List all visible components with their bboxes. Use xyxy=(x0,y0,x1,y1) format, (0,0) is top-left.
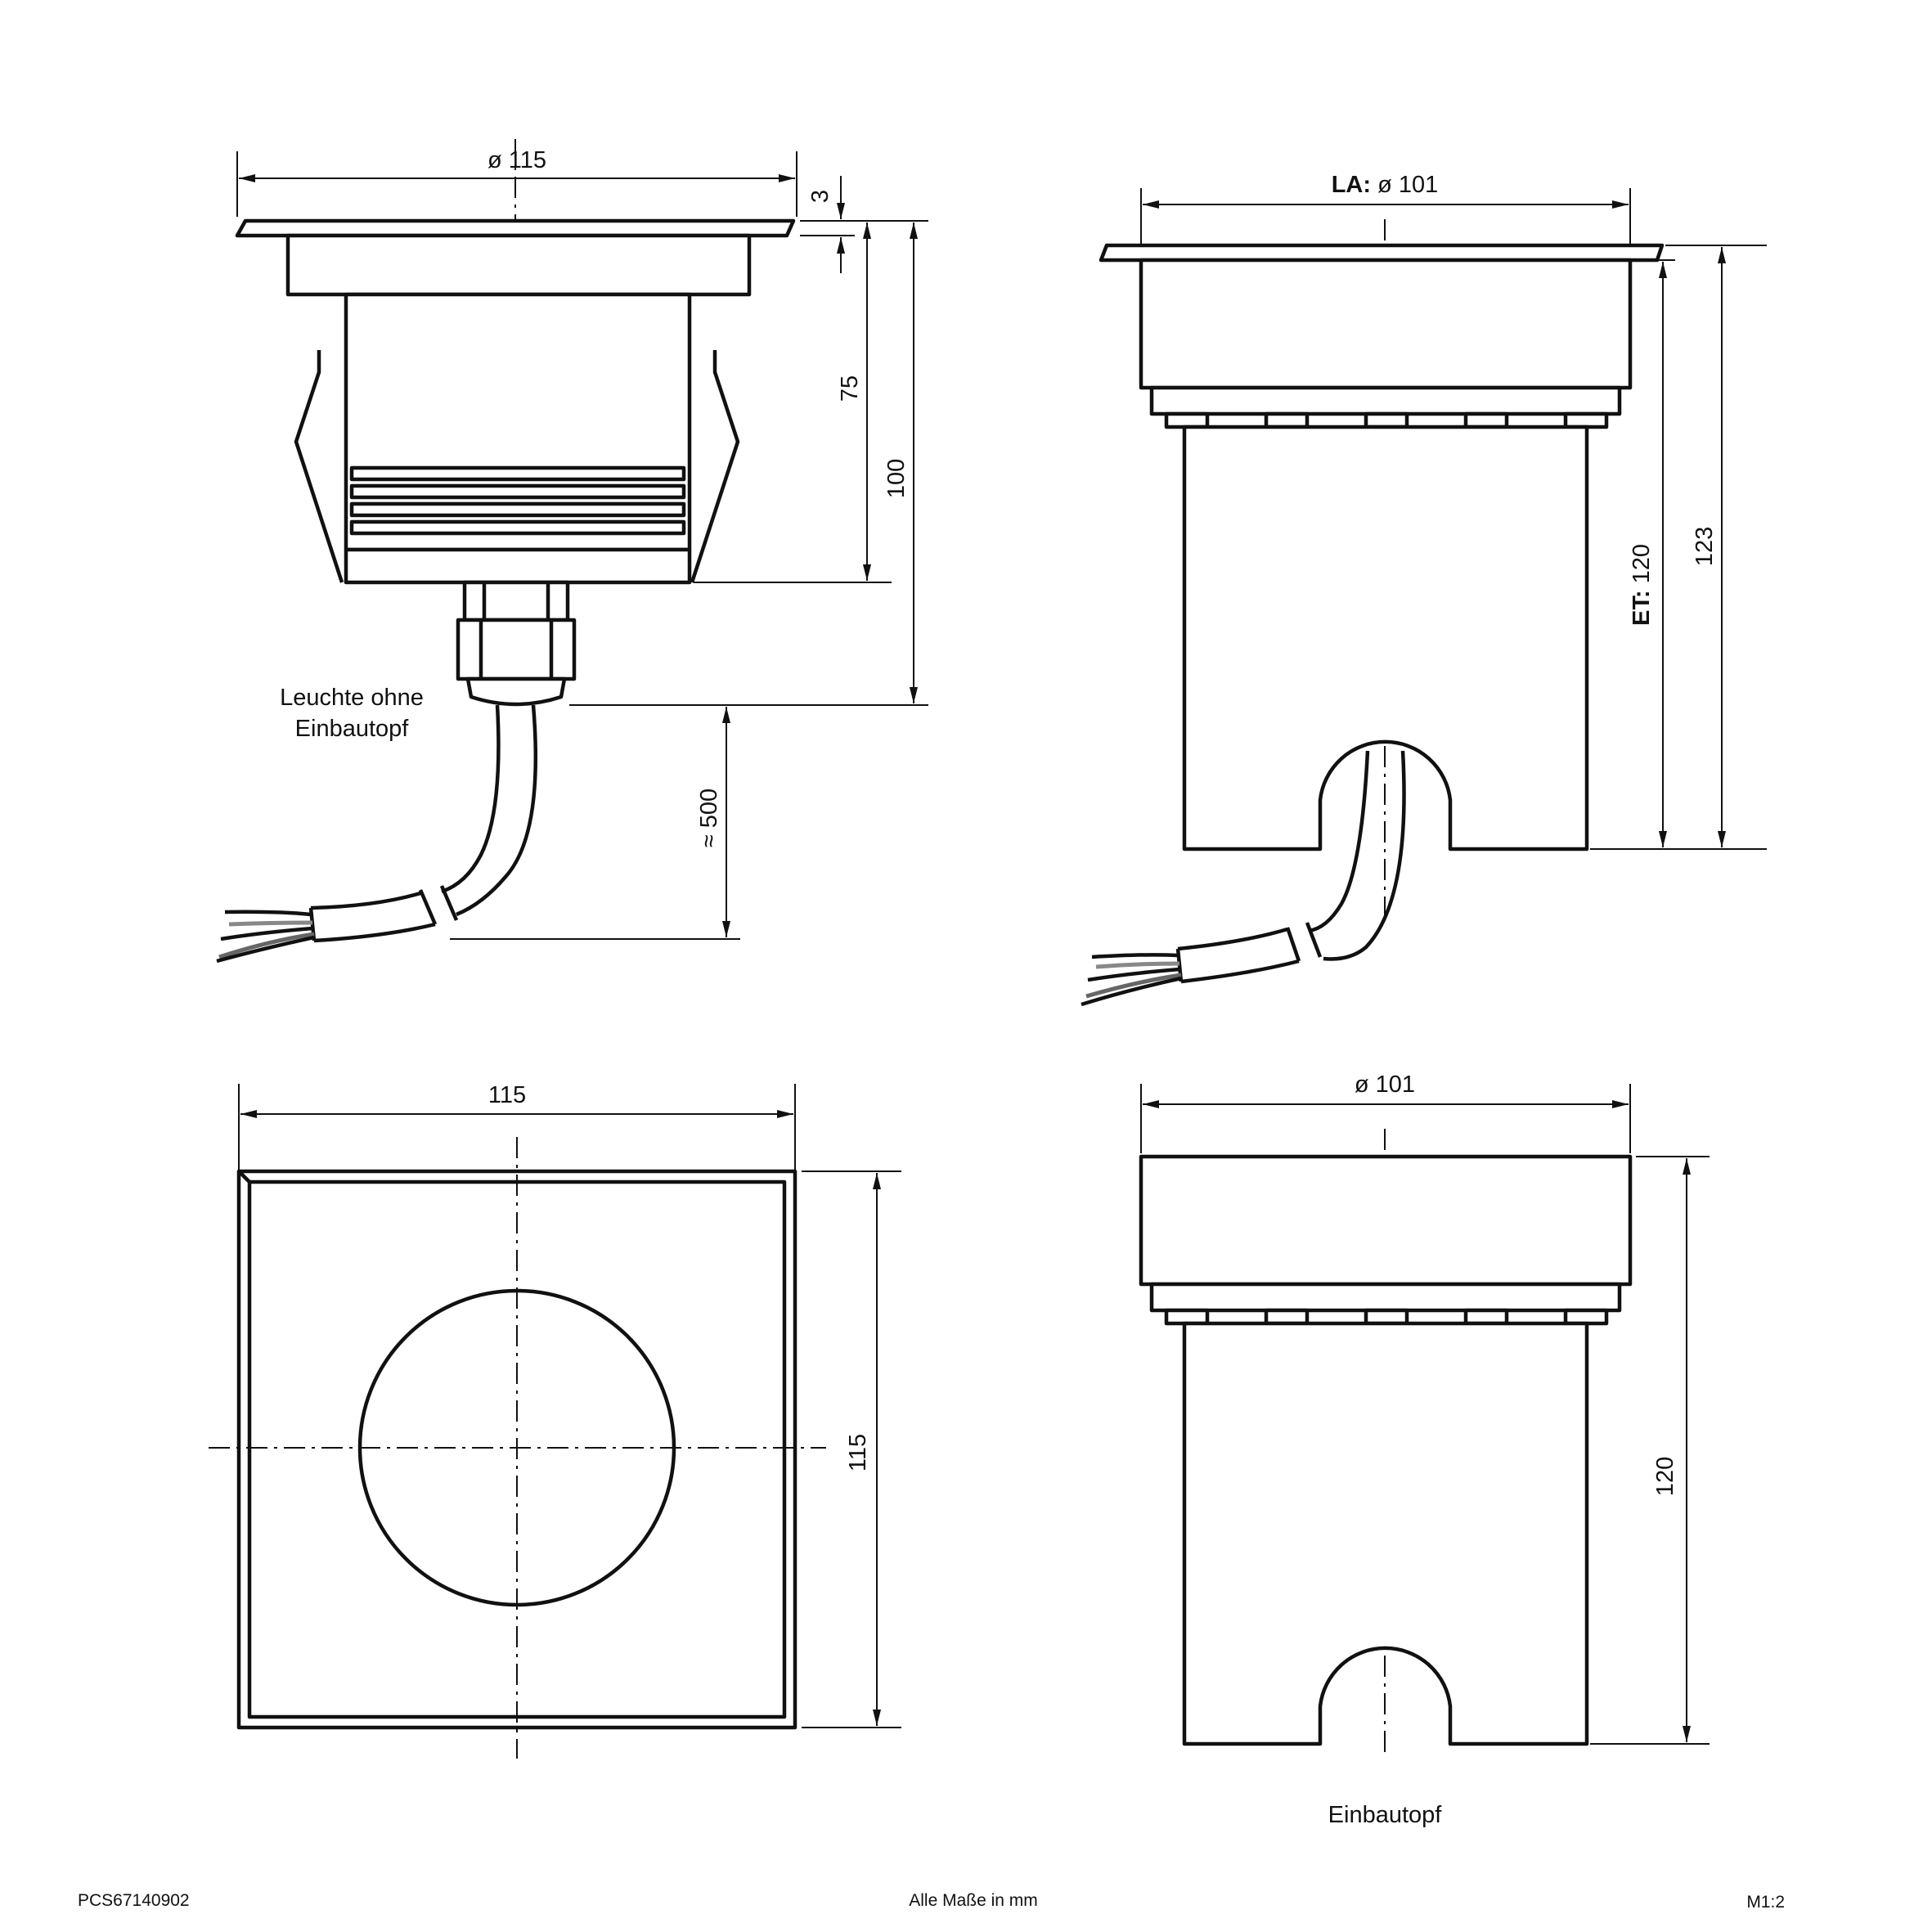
side-caption-line2: Einbautopf xyxy=(295,716,410,742)
assembled-et-height-label: ET: 120 xyxy=(1629,544,1655,626)
housing-diameter-label: ø 101 xyxy=(1355,1072,1415,1098)
assembled-total-height-label: 123 xyxy=(1692,527,1718,566)
side-caption-line1: Leuchte ohne xyxy=(280,685,424,711)
assembled-view: LA: ø 101 ET: 120 123 xyxy=(1081,172,1767,1007)
assembled-la-diameter-label: LA: ø 101 xyxy=(1332,172,1439,198)
housing-height-label: 120 xyxy=(1652,1457,1678,1496)
side-view-luminaire: ø 115 3 75 100 ≈ 500 Leuchte ohne Einbau… xyxy=(216,139,928,964)
side-flange-label: 3 xyxy=(807,190,833,203)
top-width-label: 115 xyxy=(488,1082,526,1108)
housing-view: ø 101 120 Einbautopf xyxy=(1139,1072,1710,1828)
side-diameter-label: ø 115 xyxy=(487,147,546,173)
side-height-75-label: 75 xyxy=(837,375,863,402)
top-view: 115 115 xyxy=(209,1082,901,1759)
housing-caption: Einbautopf xyxy=(1328,1802,1443,1828)
side-cable-length-label: ≈ 500 xyxy=(696,789,722,847)
footer: PCS67140902 Alle Maße in mm M1:2 xyxy=(78,1891,1785,1912)
scale-label: M1:2 xyxy=(1746,1893,1785,1912)
units-note: Alle Maße in mm xyxy=(909,1891,1038,1910)
side-height-100-label: 100 xyxy=(883,459,910,498)
top-height-label: 115 xyxy=(845,1434,871,1471)
part-number: PCS67140902 xyxy=(78,1891,190,1910)
